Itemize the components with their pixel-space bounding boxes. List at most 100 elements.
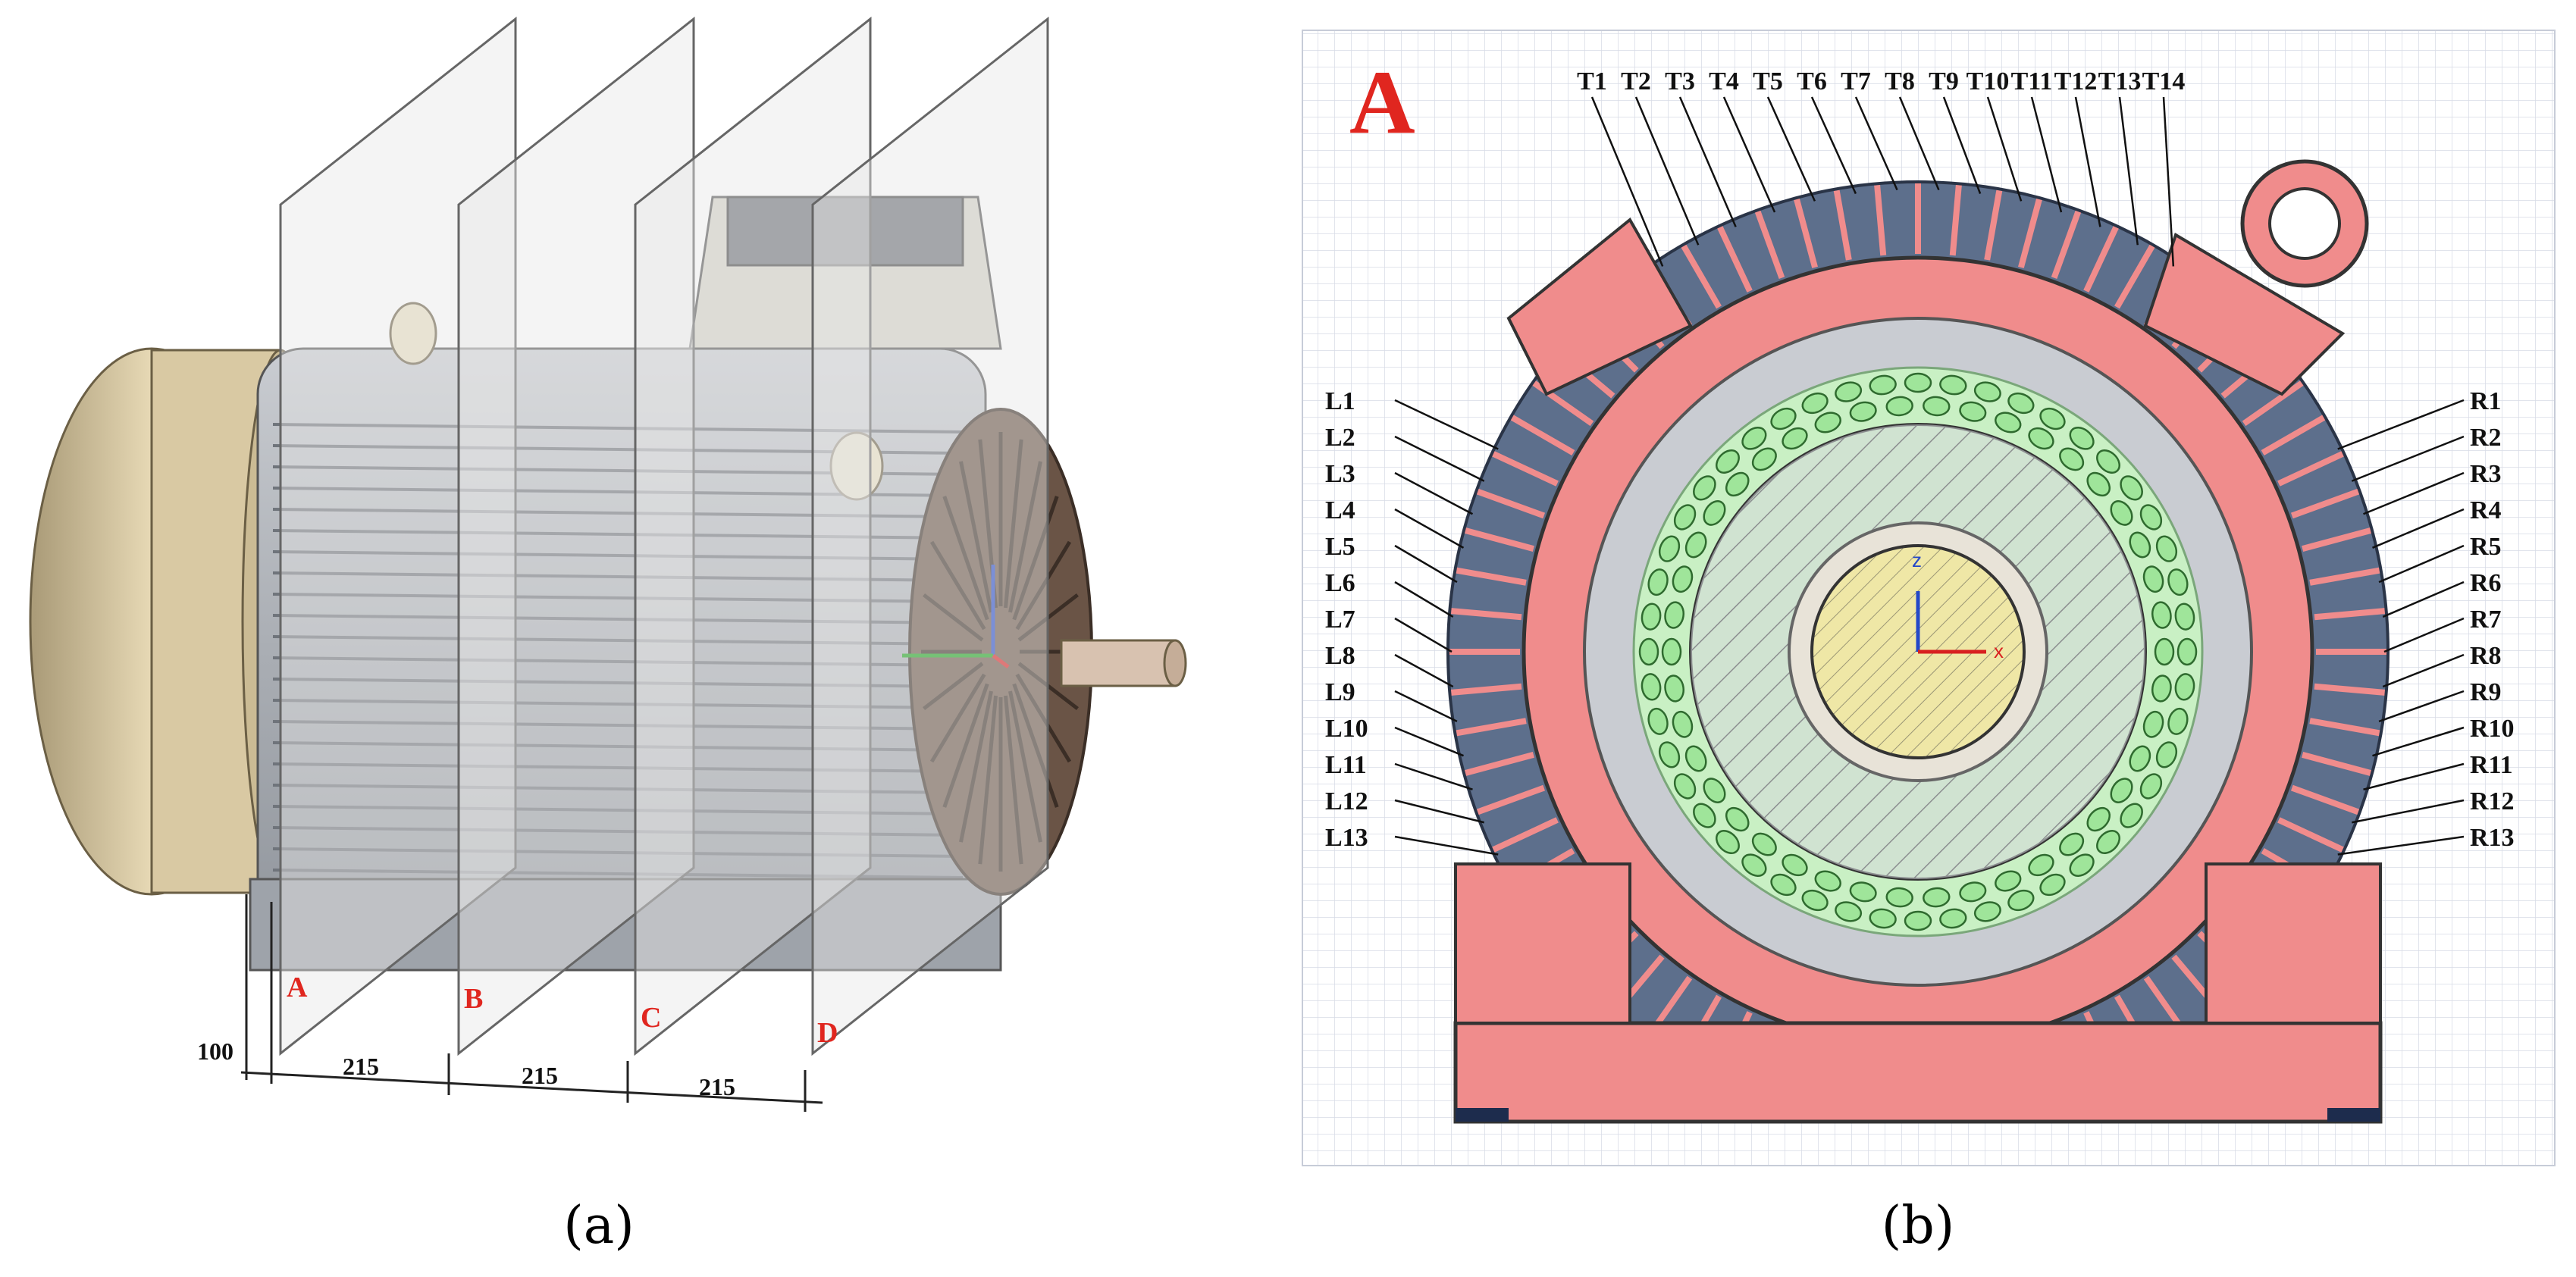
winding-slot: [2086, 806, 2111, 832]
right-label: R11: [2470, 751, 2513, 779]
fan-spoke: [1008, 461, 1042, 613]
fin-gap: [2290, 784, 2360, 815]
winding-slot: [2110, 500, 2133, 526]
section-plane: [811, 16, 1049, 1056]
top-label: T11: [2011, 67, 2053, 95]
top-label: T14: [2142, 67, 2186, 95]
fin-gap: [1476, 784, 1546, 815]
winding-slot: [2154, 637, 2175, 666]
winding-slot: [1770, 407, 1797, 430]
leader-line: [1394, 799, 1485, 824]
leader-line: [1634, 96, 1700, 246]
leader-line: [2382, 653, 2465, 688]
winding-slot: [1959, 401, 1987, 422]
winding-slot: [1638, 637, 1659, 666]
leader-line: [1394, 690, 1458, 723]
housing-fin: [272, 805, 964, 815]
x-axis-label: x: [1994, 640, 2004, 662]
fin-gap: [1492, 451, 1559, 487]
right-label: R7: [2470, 606, 2502, 634]
leader-line: [1394, 653, 1454, 688]
left-label: L5: [1325, 533, 1355, 561]
winding-slot: [2167, 707, 2189, 735]
fin-gap: [1681, 244, 1722, 309]
winding-slot: [2151, 601, 2172, 629]
winding-slot: [2129, 745, 2151, 772]
winding-slot: [1703, 778, 1726, 803]
housing-fin: [272, 571, 964, 582]
leader-line: [2363, 762, 2465, 790]
housing-fin: [272, 762, 964, 773]
winding-slot: [1923, 887, 1951, 908]
winding-slot: [1849, 881, 1877, 903]
winding-slot: [1849, 401, 1877, 422]
top-label: T3: [1665, 67, 1695, 95]
right-label: R1: [2470, 387, 2502, 415]
winding-slot: [1658, 535, 1681, 562]
top-label: T4: [1709, 67, 1739, 95]
leader-line: [1394, 762, 1473, 790]
leader-line: [1898, 96, 1940, 191]
fan-spoke: [1015, 540, 1072, 631]
fin-gap: [1451, 608, 1522, 621]
plane-label: D: [817, 1017, 838, 1049]
terminal-box-lid: [726, 196, 964, 267]
winding-slot: [1673, 504, 1697, 531]
winding-slot: [2142, 565, 2164, 593]
winding-slot: [1684, 531, 1707, 559]
winding-slot: [1693, 475, 1716, 501]
winding-slot: [2155, 741, 2178, 768]
right-label: R3: [2470, 460, 2502, 488]
fin-gap: [1465, 752, 1534, 776]
winding-slot: [1801, 392, 1829, 415]
fin-gap: [2277, 451, 2344, 487]
leader-line: [2382, 581, 2465, 618]
housing-fin: [272, 635, 964, 646]
leader-line: [2352, 799, 2465, 824]
winding-slot: [1869, 908, 1897, 929]
leader-line: [1942, 96, 1982, 194]
leader-line: [2118, 96, 2139, 246]
dimension-label: 215: [522, 1062, 558, 1089]
housing-fin: [272, 826, 964, 837]
dimension-label: 215: [699, 1073, 735, 1100]
housing-fin: [272, 720, 964, 731]
fin-gap: [1874, 185, 1887, 256]
winding-slot: [2139, 504, 2163, 531]
fin-gap: [2277, 817, 2344, 853]
left-label: L10: [1325, 715, 1368, 743]
lifting-eye-rear: [389, 302, 437, 365]
housing-fin: [272, 847, 964, 858]
winding-slots: [1638, 372, 2198, 931]
winding-slot: [1672, 565, 1694, 593]
housing-fin: [272, 529, 964, 540]
z-axis-label: z: [1912, 549, 1922, 571]
rib-right: [2143, 233, 2346, 396]
left-label: L3: [1325, 460, 1355, 488]
caption-b: (b): [1882, 1196, 1955, 1256]
winding-slot: [2129, 531, 2151, 559]
winding-slot: [1658, 741, 1681, 768]
left-label: L7: [1325, 606, 1355, 634]
winding-slot: [1923, 396, 1951, 417]
housing-fin: [272, 869, 964, 879]
fan-spoke: [1012, 496, 1059, 621]
winding-slot: [1641, 603, 1662, 631]
winding-slot: [1725, 471, 1750, 497]
left-label: L8: [1325, 642, 1355, 670]
fin-gap: [1465, 527, 1534, 552]
winding-slot: [2174, 673, 2195, 701]
winding-slot: [1885, 396, 1913, 417]
fin-gap: [2083, 226, 2119, 293]
leader-line: [2074, 96, 2101, 227]
dimension-label: 100: [197, 1038, 233, 1065]
foot-pad-left: [1456, 1108, 1509, 1122]
fan-spoke: [1012, 683, 1059, 808]
fan-spoke: [1008, 690, 1042, 843]
winding-slot: [1647, 707, 1669, 735]
leader-line: [1810, 96, 1857, 195]
winding-slot: [1814, 412, 1841, 433]
